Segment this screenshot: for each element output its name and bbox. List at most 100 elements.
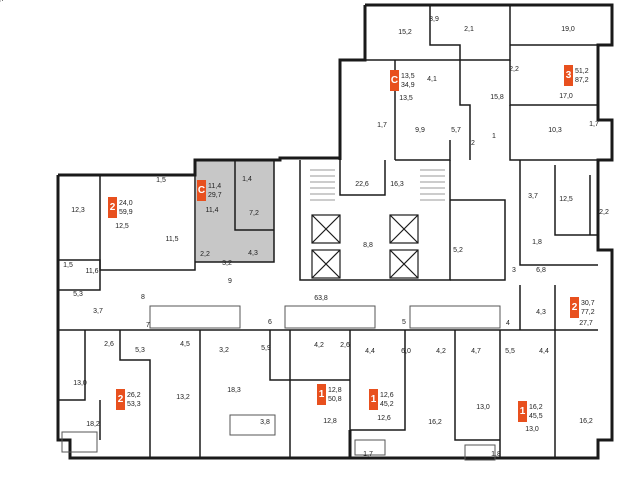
- living-area: 12,6: [380, 391, 394, 399]
- room-area-label: 15,8: [490, 94, 504, 101]
- room-area-label: 13,0: [525, 426, 539, 433]
- room-area-label: 18,3: [227, 387, 241, 394]
- room-area-label: 1,7: [377, 122, 387, 129]
- room-area-label: 10,3: [548, 127, 562, 134]
- living-area: 13,5: [401, 72, 415, 80]
- total-area: 45,2: [380, 400, 394, 408]
- room-area-label: 5,9: [261, 345, 271, 352]
- living-area: 24,0: [119, 199, 133, 207]
- room-area-label: 4: [506, 320, 510, 327]
- room-area-label: 13,0: [476, 404, 490, 411]
- room-area-label: 13,5: [399, 95, 413, 102]
- room-area-label: 5,7: [451, 127, 461, 134]
- balconies: [61, 305, 501, 461]
- room-count: 3: [564, 65, 573, 86]
- room-area-label: 4,2: [436, 348, 446, 355]
- room-area-label: 12,3: [71, 207, 85, 214]
- room-area-label: 16,2: [579, 418, 593, 425]
- total-area: 87,2: [575, 76, 589, 84]
- room-area-label: 9,9: [415, 127, 425, 134]
- room-area-label: 8,8: [363, 242, 373, 249]
- room-area-label: 2,2: [200, 251, 210, 258]
- room-count: 2: [108, 197, 117, 218]
- living-area: 12,8: [328, 386, 342, 394]
- room-area-label: 4,4: [539, 348, 549, 355]
- room-area-label: 1,7: [363, 451, 373, 458]
- room-count: 1: [518, 401, 527, 422]
- room-count: С: [390, 70, 399, 91]
- total-area: 29,7: [208, 191, 222, 199]
- total-area: 45,5: [529, 412, 543, 420]
- room-area-label: 18,2: [86, 421, 100, 428]
- room-area-label: 1,8: [491, 451, 501, 458]
- room-area-label: 4,7: [471, 348, 481, 355]
- total-area: 77,2: [581, 308, 595, 316]
- room-area-label: 13,2: [176, 394, 190, 401]
- room-area-label: 2,2: [509, 66, 519, 73]
- room-area-label: 13,0: [73, 380, 87, 387]
- room-area-label: 7: [146, 322, 150, 329]
- room-area-label: 12,6: [377, 415, 391, 422]
- room-area-label: 1,7: [0, 0, 5, 4]
- room-count: 1: [317, 384, 326, 405]
- room-count: 1: [369, 389, 378, 410]
- room-area-label: 9: [228, 278, 232, 285]
- living-area: 11,4: [208, 182, 222, 190]
- room-area-label: 3,2: [222, 260, 232, 267]
- room-area-label: 22,6: [355, 181, 369, 188]
- room-count: 2: [570, 297, 579, 318]
- room-area-label: 8: [141, 294, 145, 301]
- room-area-label: 16,3: [390, 181, 404, 188]
- room-area-label: 1,5: [63, 262, 73, 269]
- room-area-label: 1: [492, 133, 496, 140]
- room-area-label: 63,8: [314, 295, 328, 302]
- room-count: 2: [116, 389, 125, 410]
- room-area-label: 3,7: [93, 308, 103, 315]
- room-area-label: 4,3: [248, 250, 258, 257]
- room-area-label: 1,5: [156, 177, 166, 184]
- room-area-label: 3,7: [528, 193, 538, 200]
- living-area: 51,2: [575, 67, 589, 75]
- room-area-label: 3,9: [429, 16, 439, 23]
- living-area: 26,2: [127, 391, 141, 399]
- room-area-label: 2: [471, 140, 475, 147]
- stairwells: [310, 169, 445, 201]
- room-area-label: 3: [512, 267, 516, 274]
- room-area-label: 4,5: [180, 341, 190, 348]
- room-count: С: [197, 180, 206, 201]
- room-area-label: 19,0: [561, 26, 575, 33]
- room-area-label: 4,4: [365, 348, 375, 355]
- room-area-label: 1,8: [532, 239, 542, 246]
- room-area-label: 5,2: [453, 247, 463, 254]
- room-area-label: 2,6: [104, 341, 114, 348]
- lift-shafts: [311, 214, 419, 279]
- room-area-label: 6,8: [536, 267, 546, 274]
- room-area-label: 17,0: [559, 93, 573, 100]
- room-area-label: 4,1: [427, 76, 437, 83]
- living-area: 16,2: [529, 403, 543, 411]
- total-area: 59,9: [119, 208, 133, 216]
- living-area: 30,7: [581, 299, 595, 307]
- room-area-label: 11,5: [165, 236, 179, 243]
- total-area: 53,3: [127, 400, 141, 408]
- room-area-label: 7,2: [249, 210, 259, 217]
- room-area-label: 6: [268, 319, 272, 326]
- room-area-label: 5: [402, 319, 406, 326]
